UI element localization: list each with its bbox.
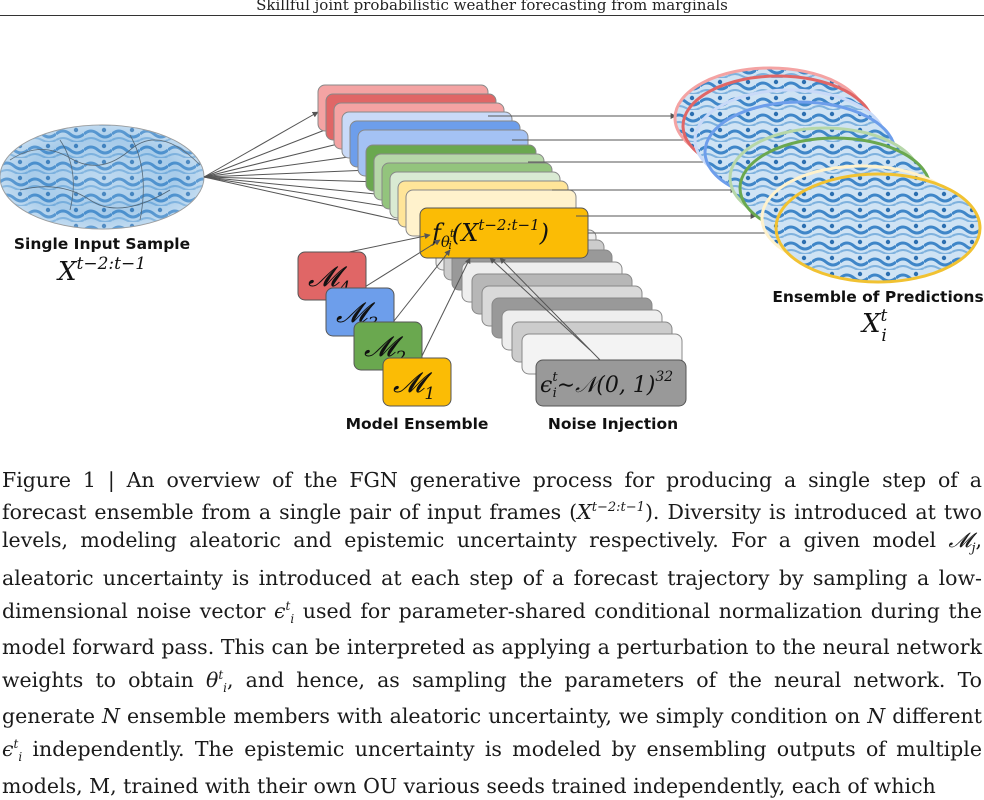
input-globe (0, 124, 205, 230)
model-ensemble-label: Model Ensemble (346, 415, 489, 433)
model-arrows (329, 233, 601, 361)
running-header: Skillful joint probabilistic weather for… (256, 0, 728, 14)
model-block-1: 𝓜1 (382, 357, 452, 407)
svg-text:ϵti∼𝒩(0, 1)32: ϵti∼𝒩(0, 1)32 (540, 369, 673, 401)
header-rule (0, 15, 984, 16)
output-label: Ensemble of Predictions (772, 288, 983, 306)
noise-injection-label: Noise Injection (548, 415, 678, 433)
output-arrows (488, 113, 777, 236)
figure-caption: Figure 1 | An overview of the FGN genera… (2, 468, 982, 798)
input-arrows (203, 111, 421, 227)
input-math: Xt−2:t−1 (56, 254, 146, 287)
output-globes (673, 66, 982, 284)
input-label: Single Input Sample (14, 235, 190, 253)
